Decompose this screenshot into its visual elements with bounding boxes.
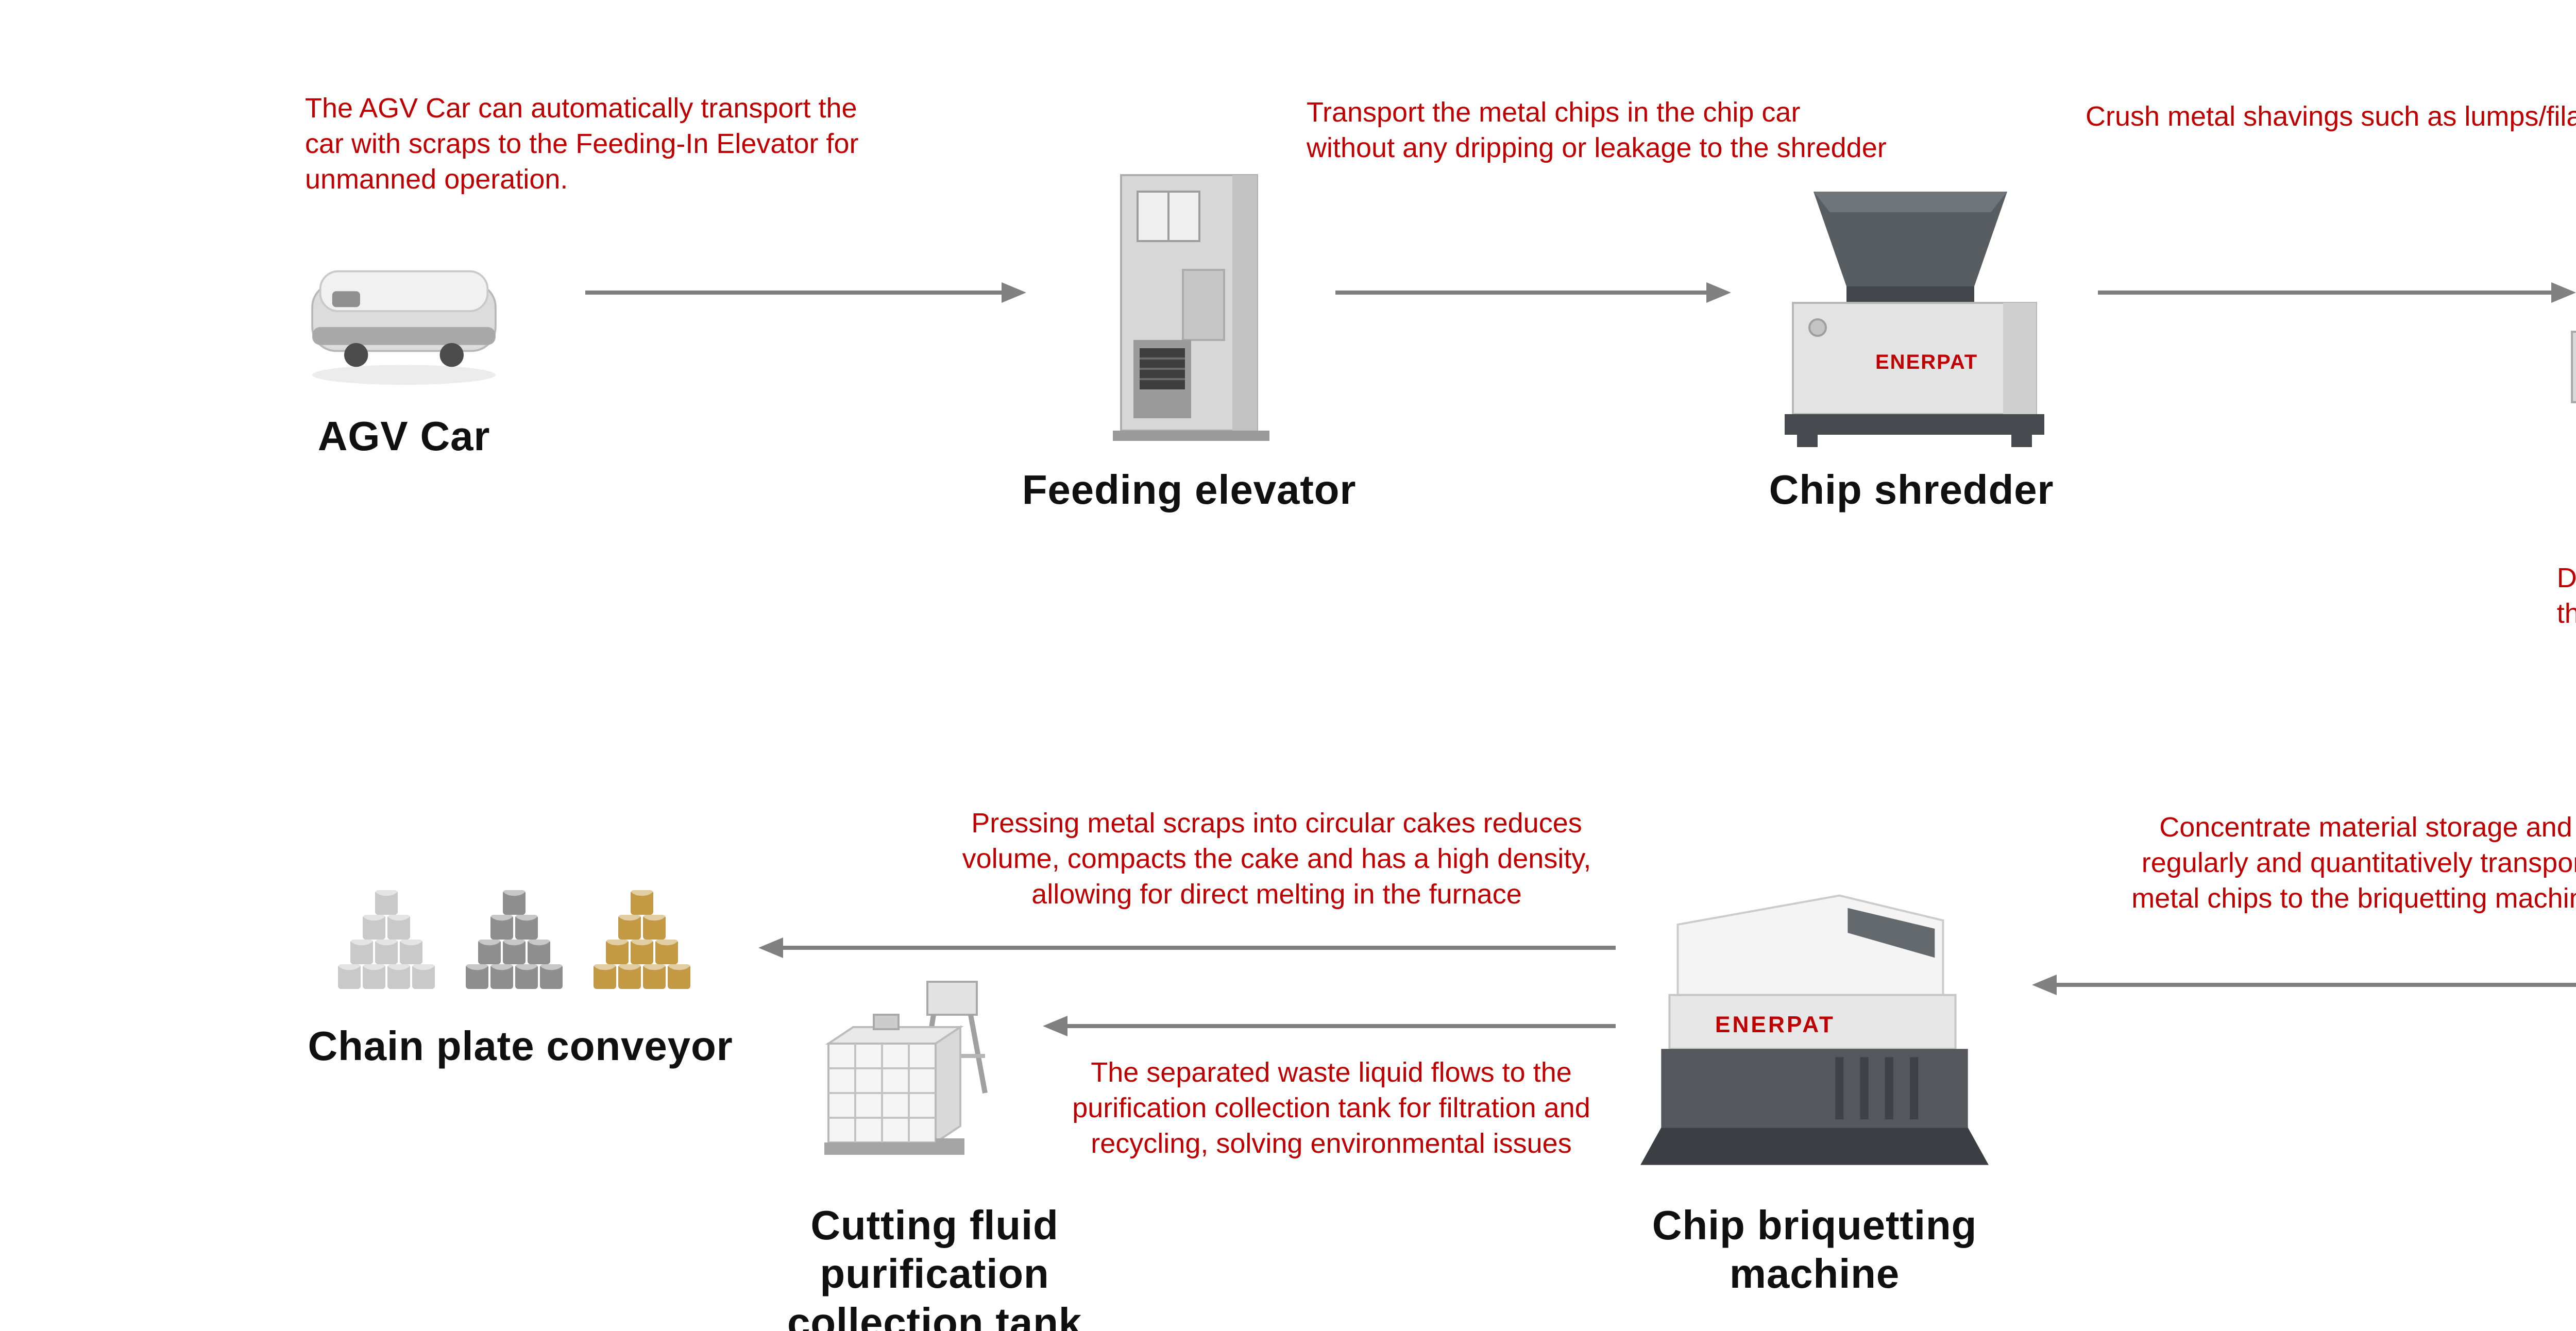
chip-shredder-label: Chip shredder [1769,467,2054,513]
briquette-stack-gray [466,884,563,989]
briquette-stack-silver [338,884,435,989]
agv-label: AGV Car [317,413,490,459]
degreaser-illustration: ENERPAT [2571,331,2576,403]
briquette-stack-gold [594,884,690,989]
feeding-elevator-label: Feeding elevator [1022,467,1357,513]
chain-plate-conveyor-illustration [334,878,705,1001]
transport-note: Transport the metal chips in the chip ca… [1307,97,1887,164]
arrow-agv-to-elevator [585,282,1026,303]
crush-note: Crush metal shavings such as lumps/filam… [2086,101,2576,132]
arrow-shredder-to-degreaser [2098,282,2576,303]
arrow-warehouse-to-briquetter [2032,975,2576,995]
waste-liquid-note: The separated waste liquid flows to the … [1072,1057,1590,1159]
arrow-briquetter-to-tank [1043,1016,1616,1036]
arrow-briquetter-to-conveyor [758,937,1616,958]
cutting-fluid-tank-label: Cutting fluid purification collection ta… [787,1202,1082,1331]
cutting-fluid-tank-illustration [824,981,988,1155]
chip-shredder-illustration: ENERPAT [1785,192,2044,447]
dry-note: Dry and degrease the crushed metal chips [2556,562,2576,629]
chain-plate-conveyor-label: Chain plate conveyor [308,1023,733,1069]
pressing-note: Pressing metal scraps into circular cake… [962,808,1591,910]
chip-briquetting-machine-label: Chip briquetting machine [1652,1202,1977,1297]
feeding-elevator-illustration [1113,174,1269,441]
agv-note: The AGV Car can automatically transport … [305,93,859,195]
chip-briquetting-machine-illustration: ENERPAT [1640,894,1989,1165]
agv-car-illustration [311,270,497,385]
concentrate-note: Concentrate material storage and regular… [2131,812,2576,914]
briquetter-brand-text: ENERPAT [1715,1012,1835,1037]
shredder-brand-text: ENERPAT [1875,351,1978,373]
arrow-elevator-to-shredder [1335,282,1731,303]
